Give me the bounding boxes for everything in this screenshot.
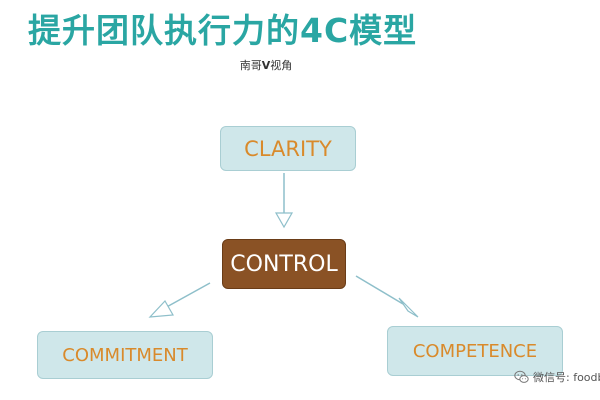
page-title: 提升团队执行力的4C模型	[28, 10, 418, 50]
wechat-icon	[514, 370, 529, 384]
node-clarity: CLARITY	[220, 126, 356, 171]
node-commitment: COMMITMENT	[37, 331, 213, 379]
subtitle-suffix: 视角	[270, 59, 293, 72]
arrow-head-clarity-control	[274, 212, 294, 229]
arrow-control-to-commitment	[148, 282, 211, 318]
node-control: CONTROL	[222, 239, 346, 289]
watermark: 微信号: foodbev	[514, 369, 600, 385]
watermark-text: 微信号: foodbev	[533, 371, 600, 384]
subtitle-prefix: 南哥	[239, 59, 262, 72]
arrow-head-control-competence	[398, 297, 419, 318]
node-competence-label: COMPETENCE	[412, 340, 538, 362]
arrow-shaft-control-competence	[355, 275, 404, 305]
arrow-control-to-competence	[355, 275, 419, 318]
node-commitment-label: COMMITMENT	[62, 344, 188, 366]
node-competence: COMPETENCE	[387, 326, 563, 376]
arrow-clarity-to-control	[274, 173, 294, 229]
node-clarity-label: CLARITY	[244, 136, 332, 161]
subtitle: 南哥V视角	[0, 58, 532, 74]
arrow-shaft-control-commitment	[162, 282, 211, 310]
subtitle-highlight: V	[261, 59, 271, 72]
arrow-head-control-commitment	[148, 299, 174, 318]
node-control-label: CONTROL	[230, 251, 338, 277]
